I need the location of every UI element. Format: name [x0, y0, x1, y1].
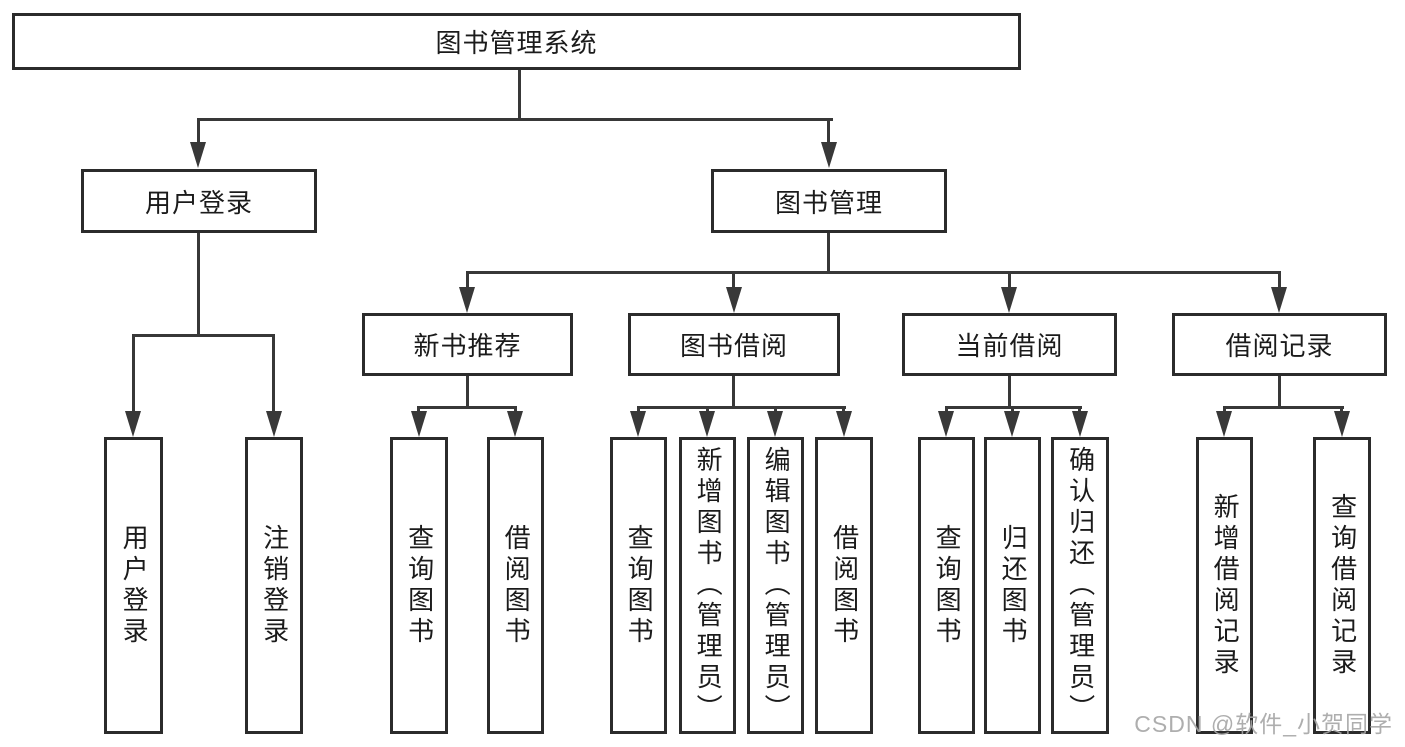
arrow-down-icon: [726, 287, 742, 313]
node-label: 归还图书: [998, 523, 1029, 648]
connector-line: [732, 376, 735, 409]
arrow-down-icon: [125, 411, 141, 437]
connector-line: [827, 233, 830, 274]
node-label: 查询图书: [404, 523, 435, 648]
node-label: 确认归还（管理员）: [1065, 446, 1096, 725]
connector-line: [197, 118, 200, 146]
connector-line: [132, 334, 275, 337]
arrow-down-icon: [821, 142, 837, 168]
node-label: 新增借阅记录: [1210, 492, 1241, 679]
arrow-down-icon: [767, 411, 783, 437]
arrow-down-icon: [190, 142, 206, 168]
connector-line: [197, 233, 200, 337]
arrow-down-icon: [1216, 411, 1232, 437]
arrow-down-icon: [459, 287, 475, 313]
node-book-borrow: 图书借阅: [628, 313, 840, 376]
connector-line: [417, 406, 517, 409]
leaf-add-book-admin: 新增图书（管理员）: [679, 437, 736, 734]
arrow-down-icon: [699, 411, 715, 437]
node-label: 编辑图书（管理员）: [761, 446, 792, 725]
csdn-watermark: CSDN @软件_小贺同学: [1134, 711, 1393, 737]
arrow-down-icon: [507, 411, 523, 437]
node-borrow-records: 借阅记录: [1172, 313, 1387, 376]
connector-line: [1278, 271, 1281, 289]
leaf-logout-login: 注销登录: [245, 437, 303, 734]
connector-line: [132, 334, 135, 416]
arrow-down-icon: [836, 411, 852, 437]
node-label: 注销登录: [259, 523, 290, 648]
node-label: 图书借阅: [679, 331, 788, 361]
connector-line: [1223, 406, 1344, 409]
connector-line: [1008, 376, 1011, 409]
connector-line: [518, 70, 521, 121]
arrow-down-icon: [1001, 287, 1017, 313]
node-label: 当前借阅: [955, 331, 1064, 361]
arrow-down-icon: [411, 411, 427, 437]
node-label: 借阅图书: [829, 523, 860, 648]
connector-line: [272, 334, 275, 416]
node-label: 借阅图书: [501, 523, 532, 648]
leaf-edit-book-admin: 编辑图书（管理员）: [747, 437, 804, 734]
arrow-down-icon: [1271, 287, 1287, 313]
connector-line: [827, 118, 830, 146]
arrow-down-icon: [1072, 411, 1088, 437]
leaf-return-books: 归还图书: [984, 437, 1041, 734]
connector-line: [637, 406, 846, 409]
node-label: 新增图书（管理员）: [693, 446, 724, 725]
leaf-query-borrow-record: 查询借阅记录: [1313, 437, 1371, 734]
node-label: 用户登录: [119, 523, 150, 648]
arrow-down-icon: [630, 411, 646, 437]
connector-line: [197, 118, 833, 121]
arrow-down-icon: [1004, 411, 1020, 437]
node-new-book-recommend: 新书推荐: [362, 313, 573, 376]
arrow-down-icon: [1334, 411, 1350, 437]
node-label: 查询图书: [932, 523, 963, 648]
leaf-query-books-newbooks: 查询图书: [390, 437, 448, 734]
node-label: 查询借阅记录: [1327, 492, 1358, 679]
connector-line: [1278, 376, 1281, 409]
leaf-query-books-borrow: 查询图书: [610, 437, 667, 734]
node-book-management: 图书管理: [711, 169, 947, 233]
leaf-query-books-current: 查询图书: [918, 437, 975, 734]
node-label: 查询图书: [624, 523, 655, 648]
connector-line: [1008, 271, 1011, 289]
leaf-confirm-return-admin: 确认归还（管理员）: [1051, 437, 1109, 734]
connector-line: [466, 376, 469, 409]
connector-line: [466, 271, 1281, 274]
connector-line: [732, 271, 735, 289]
node-current-borrow: 当前借阅: [902, 313, 1117, 376]
node-user-login: 用户登录: [81, 169, 317, 233]
node-label: 图书管理: [774, 187, 883, 218]
connector-line: [466, 271, 469, 289]
leaf-borrow-books-newbooks: 借阅图书: [487, 437, 544, 734]
leaf-borrow-books-borrow: 借阅图书: [815, 437, 873, 734]
node-root-library-management-system: 图书管理系统: [12, 13, 1021, 70]
leaf-add-borrow-record: 新增借阅记录: [1196, 437, 1253, 734]
arrow-down-icon: [266, 411, 282, 437]
arrow-down-icon: [938, 411, 954, 437]
node-label: 用户登录: [144, 187, 253, 218]
node-label: 新书推荐: [413, 331, 522, 361]
node-label: 借阅记录: [1225, 331, 1334, 361]
node-label: 图书管理系统: [435, 28, 598, 58]
leaf-user-login: 用户登录: [104, 437, 163, 734]
